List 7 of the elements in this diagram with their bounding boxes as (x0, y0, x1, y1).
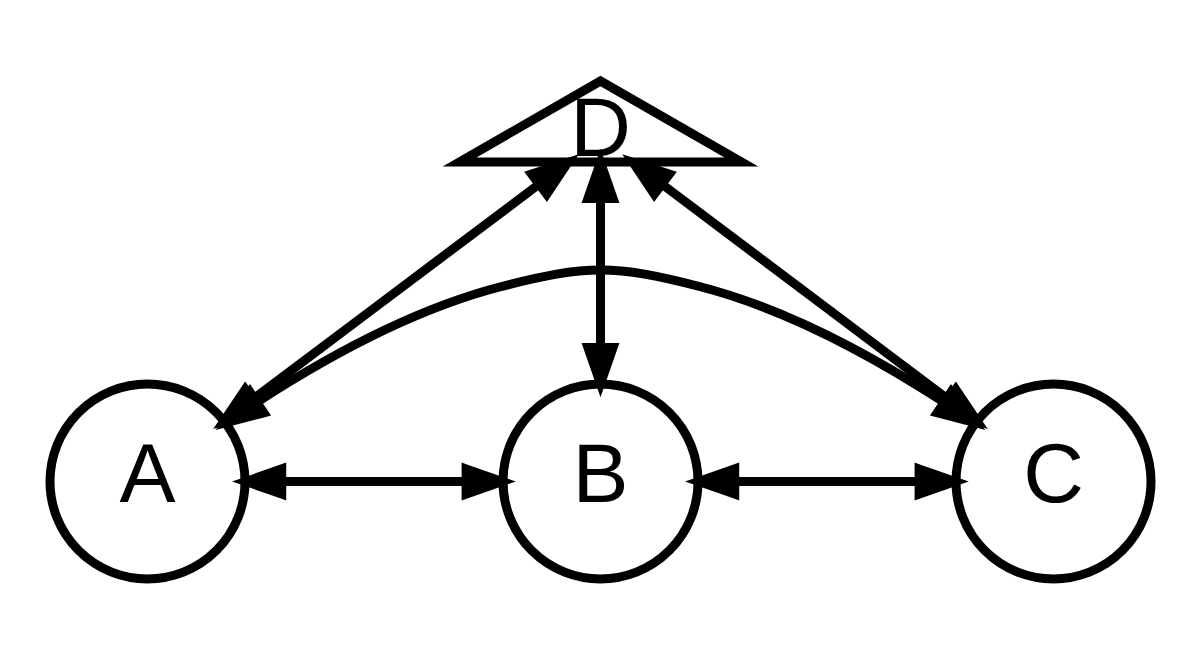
node-circle: A (45, 379, 249, 584)
arrow (684, 462, 969, 501)
arrow (581, 148, 619, 398)
arrow (231, 462, 516, 501)
arrow (215, 265, 985, 430)
node-circle: C (951, 379, 1155, 584)
node-circle: B (498, 379, 702, 584)
